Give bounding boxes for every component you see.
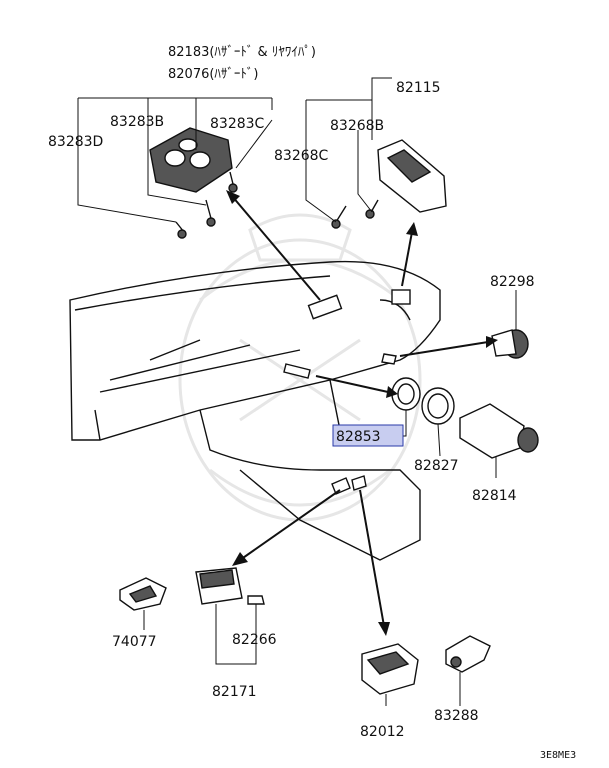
rear-wiper-switch	[331, 139, 447, 229]
label-83288[interactable]: 83288	[434, 708, 479, 724]
hazard-switch-assembly	[149, 127, 238, 239]
switch-part-82012	[361, 643, 419, 695]
label-82012[interactable]: 82012	[360, 724, 405, 740]
label-83283C[interactable]: 83283C	[210, 116, 265, 132]
switch-part-82171	[195, 567, 243, 605]
label-82266[interactable]: 82266	[232, 632, 277, 648]
label-82183[interactable]: 82183(ﾊｻﾞｰﾄﾞ & ﾘﾔﾜｲﾊﾟ)	[168, 45, 316, 60]
label-74077[interactable]: 74077	[112, 634, 157, 650]
highlight-box	[332, 424, 404, 447]
label-83283D[interactable]: 83283D	[48, 134, 103, 150]
bracket-part-74077	[119, 577, 167, 611]
label-83268B[interactable]: 83268B	[330, 118, 384, 134]
label-82814[interactable]: 82814	[472, 488, 517, 504]
dash-connector	[283, 353, 397, 379]
label-82115[interactable]: 82115	[396, 80, 441, 96]
label-83268C[interactable]: 83268C	[274, 148, 329, 164]
label-83283B[interactable]: 83283B	[110, 114, 164, 130]
label-82853[interactable]: 82853	[336, 429, 381, 445]
bracket-part-83288	[445, 635, 491, 673]
label-82076[interactable]: 82076(ﾊｻﾞｰﾄﾞ)	[168, 67, 259, 82]
label-82827[interactable]: 82827	[414, 458, 459, 474]
label-82171[interactable]: 82171	[212, 684, 257, 700]
bulb-part-82266	[247, 595, 265, 605]
arrows	[226, 190, 498, 636]
leader-lines	[77, 77, 517, 706]
lighter-socket-part	[421, 387, 455, 425]
plug-part	[491, 329, 529, 359]
cigarette-lighter-part	[459, 403, 539, 459]
label-82298[interactable]: 82298	[490, 274, 535, 290]
part-labels: 82183(ﾊｻﾞｰﾄﾞ & ﾘﾔﾜｲﾊﾟ) 82076(ﾊｻﾞｰﾄﾞ) 832…	[48, 45, 576, 761]
lower-connector	[331, 475, 367, 495]
diagram-code: 3E8ME3	[540, 750, 576, 761]
